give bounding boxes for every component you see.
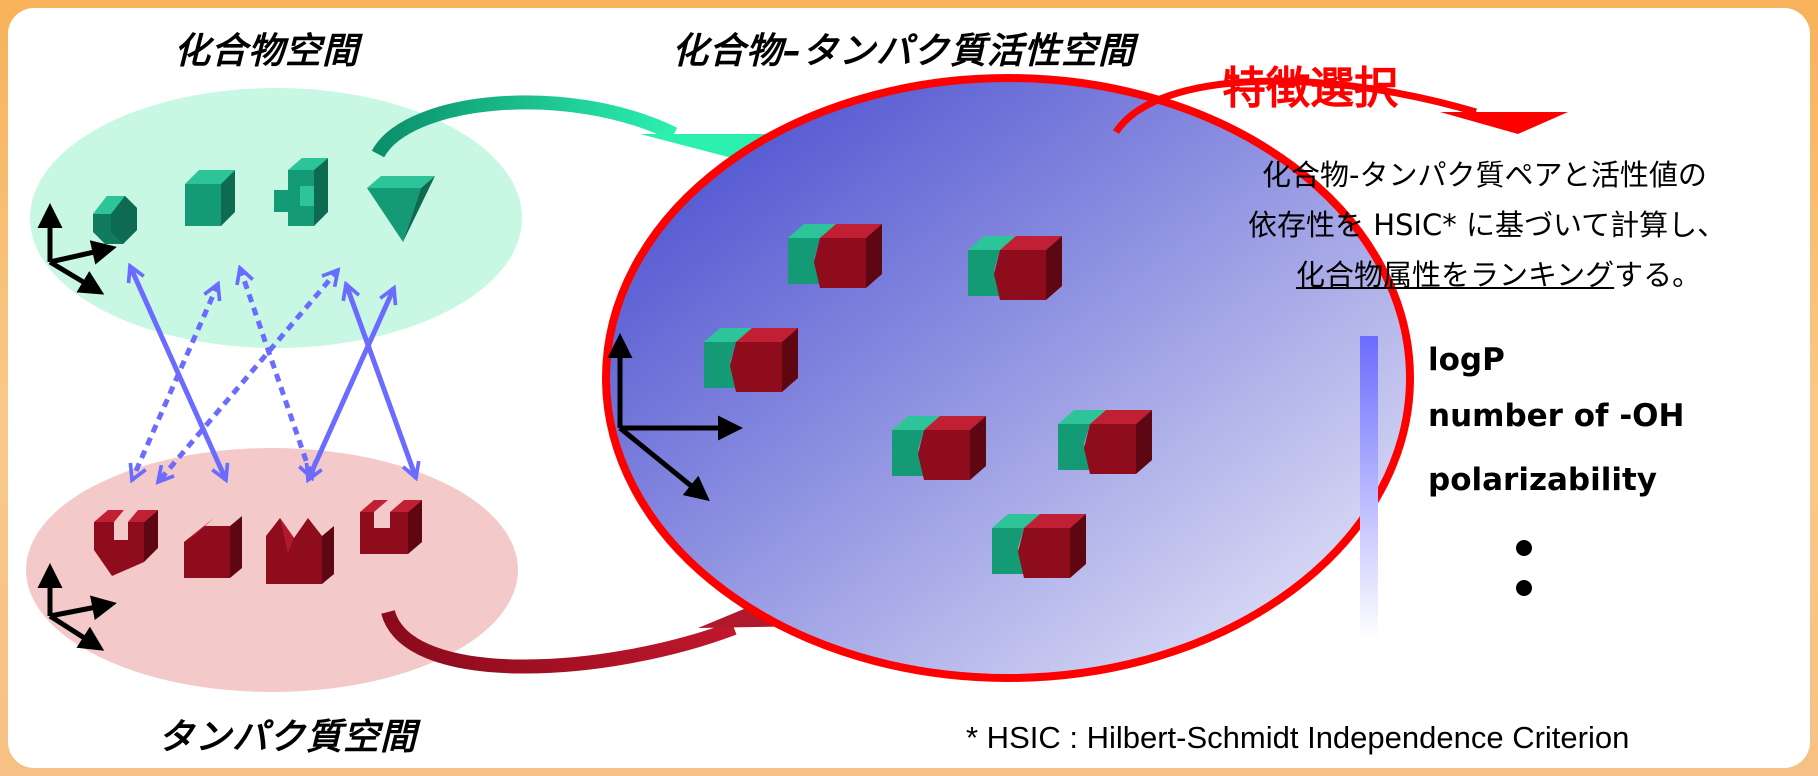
description-line-3: 化合物属性をランキングする。 [1296,252,1701,294]
description-line-3-underlined: 化合物属性をランキング [1296,258,1615,292]
complex-block [968,236,1062,300]
diagram-canvas [26,74,1568,692]
feature-selection-arrow [1113,77,1477,134]
diagram-panel: 化合物空間 化合物–タンパク質活性空間 タンパク質空間 特徴選択 化合物-タンパ… [8,8,1810,768]
feature-item: polarizability [1428,462,1658,498]
joint-axes [607,333,743,502]
feature-item: number of -OH [1428,398,1685,434]
description-line-1: 化合物-タンパク質ペアと活性値の [1262,158,1707,192]
feature-selection-title: 特徴選択 [1222,63,1398,114]
description-line-2: 依存性を HSIC* に基づいて計算し、 [1248,208,1727,242]
description-line-3-rest: する。 [1614,258,1702,292]
ranking-gradient-bar [1360,336,1378,640]
hsic-footnote: * HSIC : Hilbert-Schmidt Independence Cr… [966,720,1630,755]
compound-cube-block [185,170,235,226]
compound-space-title: 化合物空間 [174,31,360,72]
complex-block [892,416,986,480]
compound-to-joint-arrow [371,95,678,158]
feature-selection-arrowhead [1440,112,1568,134]
complex-block [704,328,798,392]
joint-space-title: 化合物–タンパク質活性空間 [672,31,1136,72]
compound-axes [37,203,117,295]
ellipsis-dot [1516,580,1532,596]
compound-to-joint-arrowhead [640,134,784,158]
protein-space-title: タンパク質空間 [158,717,418,758]
ellipsis-dot [1516,540,1532,556]
pairing-arrows [130,266,416,482]
complex-block [788,224,882,288]
protein-axes [37,563,117,651]
protein-to-joint-arrow [381,609,737,674]
complex-block [992,514,1086,578]
complex-block [1058,410,1152,474]
feature-item: logP [1428,342,1505,378]
